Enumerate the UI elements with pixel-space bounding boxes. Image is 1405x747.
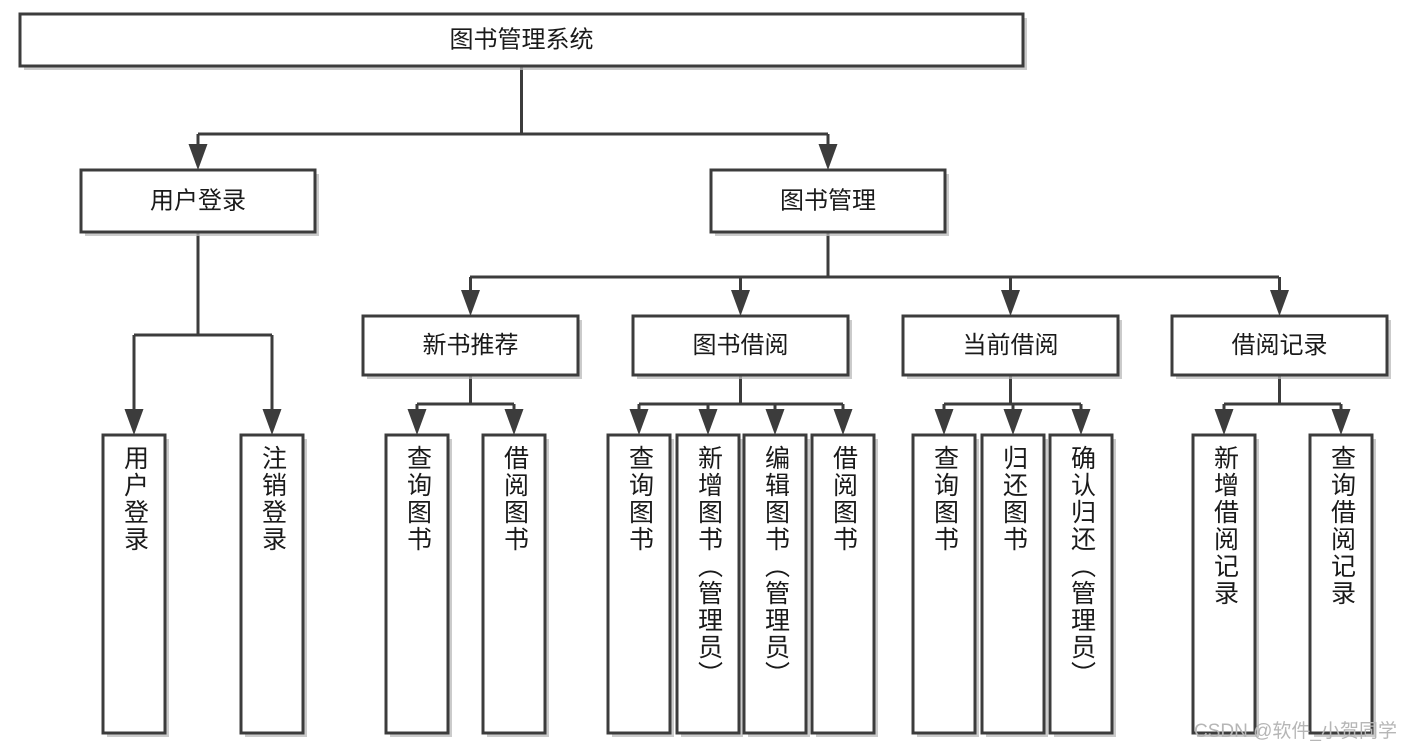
node-box-l-borrow-book-1[interactable] bbox=[481, 433, 547, 735]
node-label-n-new-book: 新书推荐 bbox=[423, 332, 519, 359]
node-label-n-book-mgmt: 图书管理 bbox=[780, 187, 876, 214]
node-box-n-current[interactable] bbox=[901, 314, 1120, 377]
connector-layer bbox=[124, 66, 1351, 435]
arrow-head-icon bbox=[1001, 290, 1020, 316]
node-box-l-return-book[interactable] bbox=[980, 433, 1046, 735]
node-box-n-new-book[interactable] bbox=[361, 314, 580, 377]
arrow-head-icon bbox=[1270, 290, 1289, 316]
node-box-l-logout[interactable] bbox=[239, 433, 305, 735]
node-box-l-edit-book[interactable] bbox=[742, 433, 808, 735]
node-label-n-borrow: 图书借阅 bbox=[693, 332, 789, 359]
node-box-l-borrow-book-2[interactable] bbox=[810, 433, 876, 735]
node-box-n-record[interactable] bbox=[1170, 314, 1389, 377]
node-box-l-add-record[interactable] bbox=[1191, 433, 1257, 735]
arrow-head-icon bbox=[1214, 409, 1234, 435]
arrow-head-icon bbox=[833, 409, 853, 435]
node-box-l-user-login[interactable] bbox=[101, 433, 167, 735]
node-box-n-book-mgmt[interactable] bbox=[709, 168, 947, 234]
arrow-head-icon bbox=[934, 409, 954, 435]
arrow-head-icon bbox=[1331, 409, 1351, 435]
node-label-n-current: 当前借阅 bbox=[963, 332, 1059, 359]
node-label-n-record: 借阅记录 bbox=[1232, 332, 1328, 359]
arrow-head-icon bbox=[407, 409, 427, 435]
node-box-l-confirm-return[interactable] bbox=[1048, 433, 1114, 735]
arrow-head-icon bbox=[1071, 409, 1091, 435]
arrow-head-icon bbox=[818, 144, 838, 170]
node-box-n-user-login[interactable] bbox=[79, 168, 317, 234]
node-box-l-query-book-1[interactable] bbox=[384, 433, 450, 735]
arrow-head-icon bbox=[124, 409, 144, 435]
node-box-l-query-book-3[interactable] bbox=[911, 433, 977, 735]
arrow-head-icon bbox=[461, 290, 480, 316]
node-label-n-user-login: 用户登录 bbox=[150, 187, 246, 214]
arrow-head-icon bbox=[629, 409, 649, 435]
arrow-head-icon bbox=[765, 409, 785, 435]
node-label-root: 图书管理系统 bbox=[450, 26, 594, 53]
node-box-n-borrow[interactable] bbox=[631, 314, 850, 377]
arrow-head-icon bbox=[262, 409, 282, 435]
node-box-l-add-book[interactable] bbox=[675, 433, 741, 735]
node-box-l-query-book-2[interactable] bbox=[606, 433, 672, 735]
arrow-head-icon bbox=[731, 290, 750, 316]
node-box-root[interactable] bbox=[18, 12, 1025, 68]
node-box-l-query-record[interactable] bbox=[1308, 433, 1374, 735]
arrow-head-icon bbox=[698, 409, 718, 435]
arrow-head-icon bbox=[188, 144, 208, 170]
arrow-head-icon bbox=[1003, 409, 1023, 435]
arrow-head-icon bbox=[504, 409, 524, 435]
